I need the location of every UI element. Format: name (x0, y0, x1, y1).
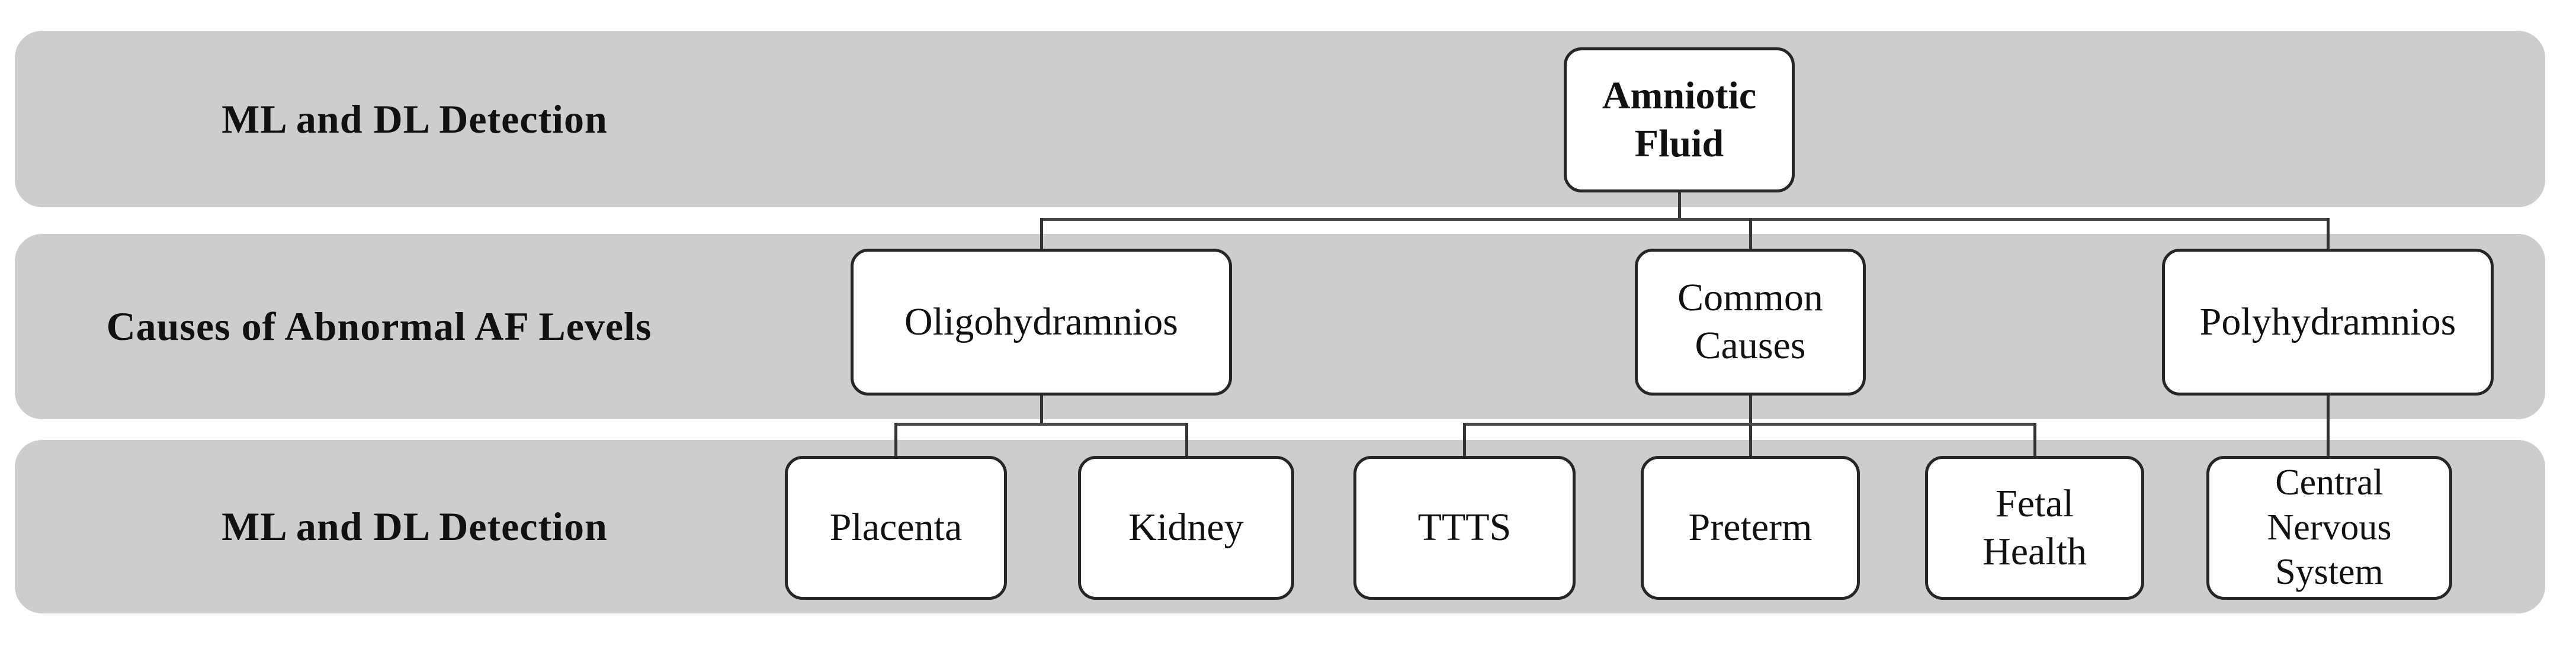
connector-poly-stub (2327, 394, 2330, 457)
node-kidney: Kidney (1078, 456, 1294, 600)
band-top-label: ML and DL Detection (222, 96, 608, 142)
connector-common-drop (1749, 218, 1752, 250)
connector-oligo-stub (1040, 394, 1043, 426)
connector-root-stub (1678, 192, 1681, 220)
connector-poly-drop (2327, 218, 2330, 250)
node-common-causes: Common Causes (1635, 249, 1866, 396)
node-ttts: TTTS (1353, 456, 1576, 600)
node-fetal-health: Fetal Health (1925, 456, 2144, 600)
band-bottom-label: ML and DL Detection (222, 504, 608, 549)
node-amniotic-fluid: Amniotic Fluid (1564, 47, 1795, 192)
connector-common-stub (1749, 394, 1752, 457)
band-middle (15, 234, 2545, 419)
connector-ttts-drop (1463, 423, 1466, 457)
band-top (15, 31, 2545, 207)
connector-placenta-drop (894, 423, 897, 457)
connector-oligo-drop (1040, 218, 1043, 250)
connector-bracket-left (894, 423, 1188, 426)
node-preterm: Preterm (1641, 456, 1860, 600)
node-central-nervous-system: Central Nervous System (2206, 456, 2452, 600)
connector-kidney-drop (1185, 423, 1188, 457)
node-polyhydramnios: Polyhydramnios (2162, 249, 2494, 396)
node-oligohydramnios: Oligohydramnios (851, 249, 1232, 396)
band-middle-label: Causes of Abnormal AF Levels (106, 304, 652, 349)
connector-trunk (1040, 218, 2329, 221)
node-placenta: Placenta (785, 456, 1007, 600)
connector-bracket-right (1463, 423, 2036, 426)
connector-fetal-drop (2033, 423, 2036, 457)
